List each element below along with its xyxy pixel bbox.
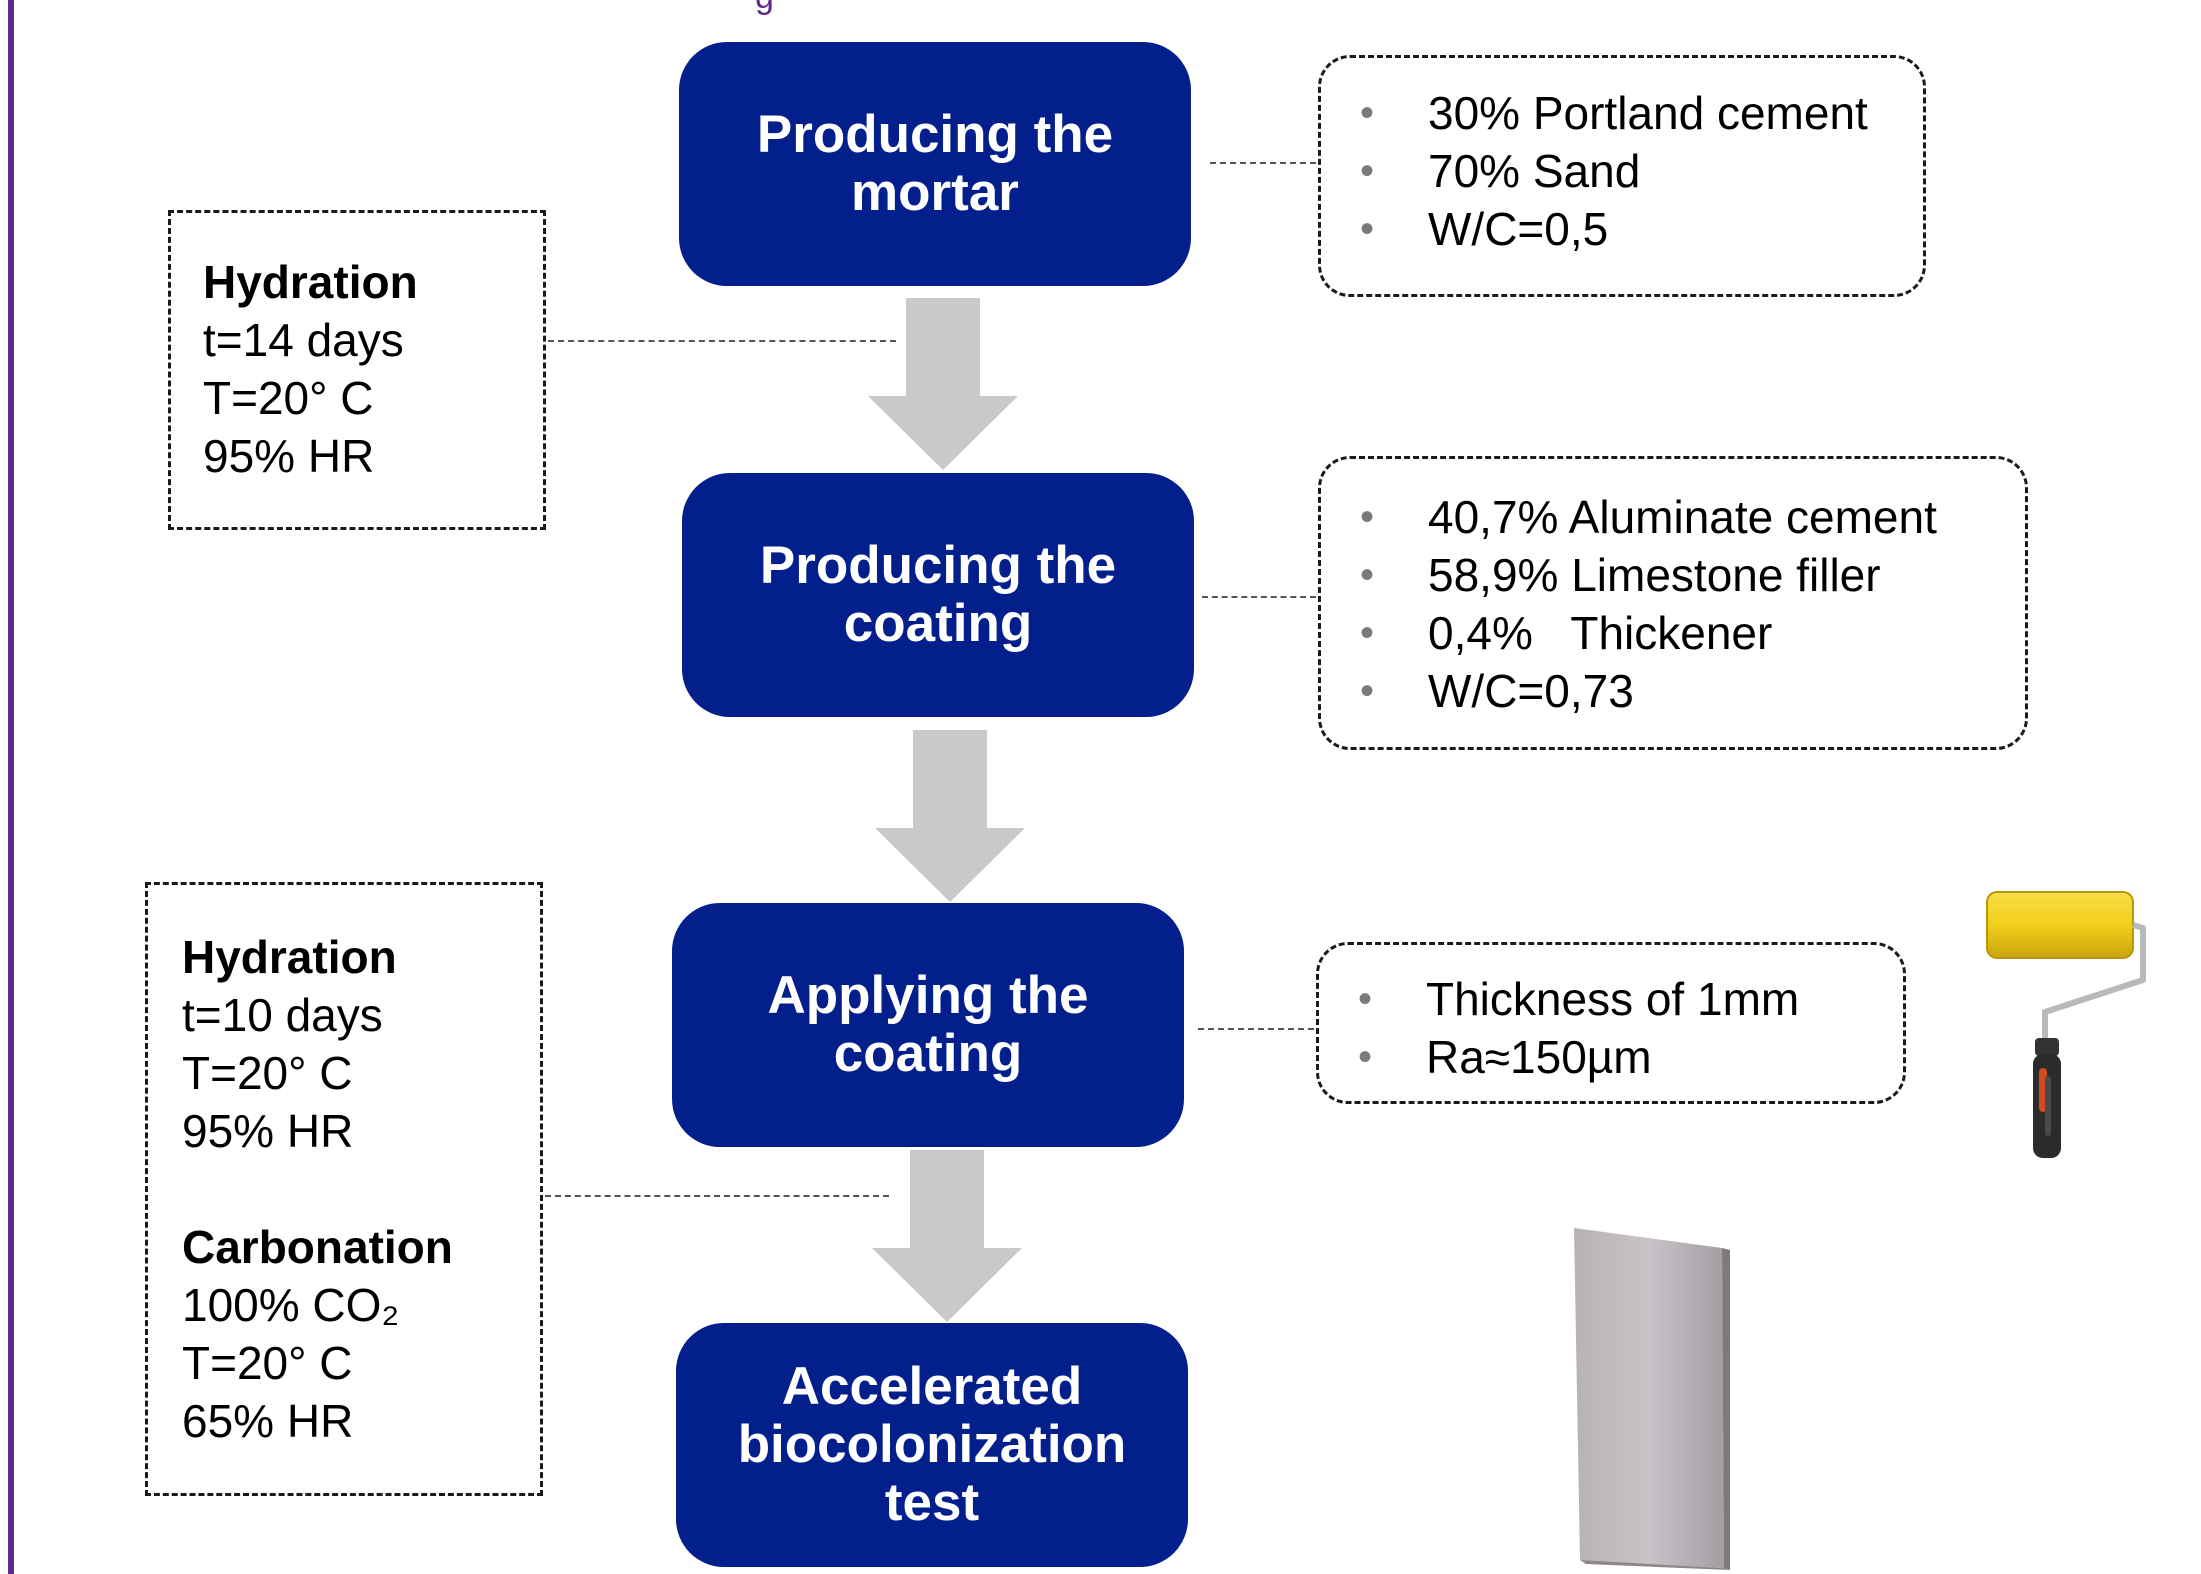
step-line: coating xyxy=(843,594,1033,653)
step-line: mortar xyxy=(851,163,1019,222)
list-item-text: 40,7% Aluminate cement xyxy=(1428,491,1937,543)
mortar-composition-box xyxy=(1318,55,1926,297)
step-producing-mortar: Producing the mortar xyxy=(679,42,1191,286)
hydration-box-1 xyxy=(168,210,546,530)
hydration-box-1-text: Hydration t=14 days T=20° C 95% HR xyxy=(203,253,418,485)
paint-roller-icon xyxy=(1986,891,2146,1158)
connector-hydration-to-arrow xyxy=(548,340,896,342)
down-arrow-1 xyxy=(868,298,1018,470)
coated-mortar-sample-icon xyxy=(1574,1228,1730,1570)
step-line: Accelerated xyxy=(781,1357,1083,1416)
list-item-text: 0,4% Thickener xyxy=(1428,607,1773,659)
hydration-time: t=10 days xyxy=(182,989,383,1041)
hydration-humidity: 95% HR xyxy=(182,1105,354,1157)
carbonation-title: Carbonation xyxy=(182,1221,453,1273)
bullet-glyph: • xyxy=(1360,669,1375,713)
bullet-glyph: • xyxy=(1360,553,1375,597)
list-item: • 30% Portland cement xyxy=(1318,84,1868,142)
list-item: • W/C=0,73 xyxy=(1318,662,1937,720)
coating-composition-box xyxy=(1318,456,2028,750)
list-item: • 0,4% Thickener xyxy=(1318,604,1937,662)
step-line: Applying the xyxy=(767,966,1089,1025)
step-line: Producing the xyxy=(759,536,1117,595)
list-item: • Thickness of 1mm xyxy=(1316,970,1799,1028)
connector-coating-to-composition xyxy=(1202,596,1316,598)
list-item-text: 70% Sand xyxy=(1428,145,1641,197)
hydration-title: Hydration xyxy=(203,256,418,308)
bullet-glyph: • xyxy=(1360,611,1375,655)
list-item: • Ra≈150µm xyxy=(1316,1028,1799,1086)
list-item: • 40,7% Aluminate cement xyxy=(1318,488,1937,546)
connector-hydration-carbonation-to-arrow xyxy=(545,1195,889,1197)
bullet-glyph: • xyxy=(1360,91,1375,135)
bullet-glyph: • xyxy=(1358,977,1373,1021)
hydration-temperature: T=20° C xyxy=(203,372,374,424)
step-producing-coating: Producing the coating xyxy=(682,473,1194,717)
hydration-carbonation-box xyxy=(145,882,543,1496)
carbonation-co2: 100% CO₂ xyxy=(182,1279,400,1331)
hydration-time: t=14 days xyxy=(203,314,404,366)
down-arrow-2 xyxy=(875,730,1025,902)
connector-application-to-parameters xyxy=(1198,1028,1314,1030)
list-item: • 70% Sand xyxy=(1318,142,1868,200)
left-accent-bar xyxy=(8,0,14,1574)
down-arrow-3 xyxy=(872,1150,1022,1322)
step-line: coating xyxy=(833,1024,1023,1083)
application-parameters-list: • Thickness of 1mm • Ra≈150µm xyxy=(1316,970,1799,1086)
carbonation-humidity: 65% HR xyxy=(182,1395,354,1447)
list-item: • 58,9% Limestone filler xyxy=(1318,546,1937,604)
list-item-text: W/C=0,5 xyxy=(1428,203,1609,255)
step-applying-coating: Applying the coating xyxy=(672,903,1184,1147)
hydration-humidity: 95% HR xyxy=(203,430,375,482)
step-line: Producing the xyxy=(756,105,1114,164)
carbonation-temperature: T=20° C xyxy=(182,1337,353,1389)
list-item-text: 58,9% Limestone filler xyxy=(1428,549,1881,601)
bullet-glyph: • xyxy=(1358,1035,1373,1079)
bullet-glyph: • xyxy=(1360,149,1375,193)
hydration-title: Hydration xyxy=(182,931,397,983)
step-line: test xyxy=(884,1473,980,1532)
step-accelerated-biocolonization-test: Accelerated biocolonization test xyxy=(676,1323,1188,1567)
list-item-text: W/C=0,73 xyxy=(1428,665,1634,717)
header-fragment: g xyxy=(755,0,774,17)
bullet-glyph: • xyxy=(1360,495,1375,539)
hydration-box-2-text: Hydration t=10 days T=20° C 95% HR xyxy=(182,928,397,1160)
application-parameters-box xyxy=(1316,942,1906,1104)
step-line: biocolonization xyxy=(737,1415,1127,1474)
list-item-text: Thickness of 1mm xyxy=(1426,973,1800,1025)
mortar-composition-list: • 30% Portland cement • 70% Sand • W/C=0,5 xyxy=(1318,84,1868,258)
list-item-text: 30% Portland cement xyxy=(1428,87,1868,139)
hydration-temperature: T=20° C xyxy=(182,1047,353,1099)
connector-mortar-to-composition xyxy=(1210,162,1316,164)
carbonation-text: Carbonation 100% CO₂ T=20° C 65% HR xyxy=(182,1218,453,1450)
bullet-glyph: • xyxy=(1360,207,1375,251)
coating-composition-list: • 40,7% Aluminate cement • 58,9% Limestone… xyxy=(1318,488,1937,720)
list-item-text: Ra≈150µm xyxy=(1426,1031,1652,1083)
list-item: • W/C=0,5 xyxy=(1318,200,1868,258)
